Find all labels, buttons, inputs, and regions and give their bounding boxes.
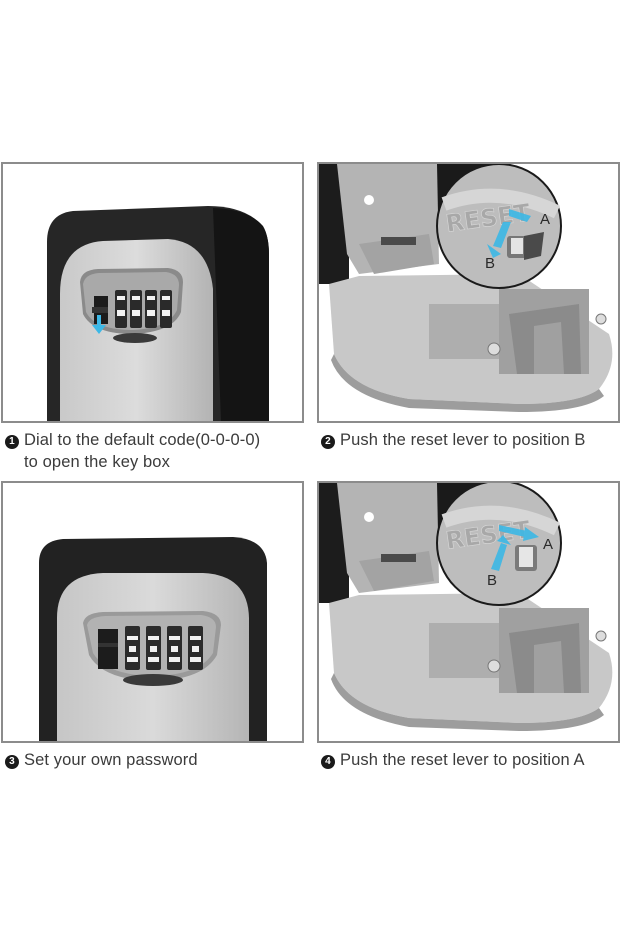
- step-1-caption: 1 Dial to the default code(0-0-0-0) to op…: [5, 429, 305, 473]
- arrow-down-icon: [92, 315, 106, 334]
- step-4-caption: 4 Push the reset lever to position A: [321, 749, 621, 771]
- position-a-label: A: [540, 211, 550, 228]
- step-3-caption-line1: Set your own password: [24, 751, 198, 769]
- step-number-badge: 1: [5, 435, 19, 449]
- step-1-caption-line2: to open the key box: [24, 453, 170, 471]
- reset-lever-zoom-callout: RESET A B: [436, 164, 562, 289]
- step-number-badge: 4: [321, 755, 335, 769]
- step-1-image-panel: [1, 162, 304, 423]
- position-a-label: A: [543, 536, 553, 553]
- open-lockbox-reset-illustration: RESET A B: [319, 483, 613, 731]
- position-b-label: B: [485, 255, 495, 272]
- step-4-image-panel: RESET A B: [317, 481, 620, 743]
- step-2-caption: 2 Push the reset lever to position B: [321, 429, 621, 451]
- open-lockbox-reset-illustration: RESET A B: [319, 164, 613, 412]
- position-b-label: B: [487, 572, 497, 589]
- step-4-caption-line1: Push the reset lever to position A: [340, 751, 585, 769]
- arrow-to-b-icon: [487, 209, 531, 258]
- lockbox-front-illustration: [47, 206, 269, 421]
- step-3-caption: 3 Set your own password: [5, 749, 305, 771]
- step-number-badge: 2: [321, 435, 335, 449]
- step-2-caption-line1: Push the reset lever to position B: [340, 431, 586, 449]
- step-1-caption-line1: Dial to the default code(0-0-0-0): [24, 431, 261, 449]
- step-number-badge: 3: [5, 755, 19, 769]
- step-2-image-panel: RESET A B: [317, 162, 620, 423]
- lockbox-front-dials-illustration: [39, 537, 267, 741]
- reset-lever-zoom-callout: RESET A B: [436, 483, 562, 606]
- step-3-image-panel: [1, 481, 304, 743]
- arrow-to-a-icon: [491, 525, 539, 571]
